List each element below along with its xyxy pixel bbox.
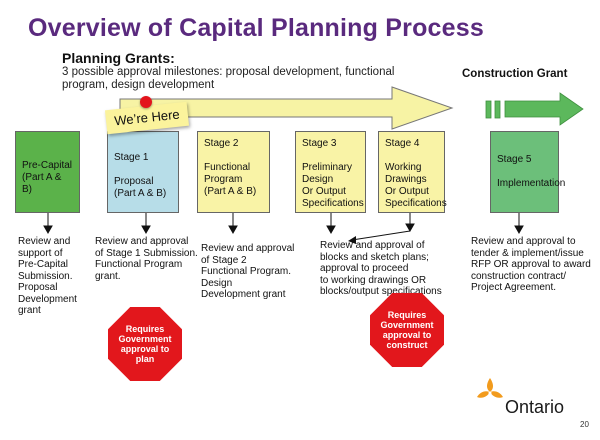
page-number: 20 xyxy=(580,420,589,429)
construction-arrow-dash1 xyxy=(485,100,492,119)
stage-label: Stage 3 Preliminary Design Or Output Spe… xyxy=(302,138,364,209)
construction-arrow xyxy=(504,92,584,126)
planning-grants-title: Planning Grants: xyxy=(62,50,175,66)
stage-label: Stage 1 Proposal (Part A & B) xyxy=(114,152,167,199)
stage-label: Stage 5 Implementation xyxy=(497,154,566,189)
description-stage-3-4: Review and approval of blocks and sketch… xyxy=(320,240,442,297)
stage-box-pre-capital: Pre-Capital (Part A & B) xyxy=(15,131,80,213)
stage-box-stage-3: Stage 3 Preliminary Design Or Output Spe… xyxy=(295,131,366,213)
construction-arrow-dash2 xyxy=(494,100,501,119)
stage-label: Stage 2 Functional Program (Part A & B) xyxy=(204,138,257,197)
stage-box-stage-2: Stage 2 Functional Program (Part A & B) xyxy=(197,131,270,213)
stage-box-stage-5: Stage 5 Implementation xyxy=(490,131,566,213)
construction-grant-title: Construction Grant xyxy=(462,68,568,80)
push-pin-icon xyxy=(140,96,152,108)
description-pre-capital: Review and support of Pre-Capital Submis… xyxy=(18,236,77,316)
stage-box-stage-1: Stage 1 Proposal (Part A & B) xyxy=(107,131,179,213)
ontario-logo-text: Ontario xyxy=(505,397,565,417)
stage-label: Stage 4 Working Drawings Or Output Speci… xyxy=(385,138,447,209)
stop-sign-approval-to-plan: Requires Government approval to plan xyxy=(108,307,182,381)
page-title: Overview of Capital Planning Process xyxy=(28,14,484,42)
stop-sign-label: Requires Government approval to construc… xyxy=(380,310,434,350)
description-stage-2: Review and approval of Stage 2 Functiona… xyxy=(201,243,295,300)
description-stage-5: Review and approval to tender & implemen… xyxy=(471,236,591,293)
trillium-icon xyxy=(477,378,503,398)
stop-sign-label: Requires Government approval to plan xyxy=(118,324,172,364)
stage-label: Pre-Capital (Part A & B) xyxy=(22,160,73,195)
stage-box-stage-4: Stage 4 Working Drawings Or Output Speci… xyxy=(378,131,447,213)
description-stage-1: Review and approval of Stage 1 Submissio… xyxy=(95,236,198,282)
planning-grants-subtitle: 3 possible approval milestones: proposal… xyxy=(62,66,395,91)
stop-sign-approval-to-construct: Requires Government approval to construc… xyxy=(370,293,444,367)
